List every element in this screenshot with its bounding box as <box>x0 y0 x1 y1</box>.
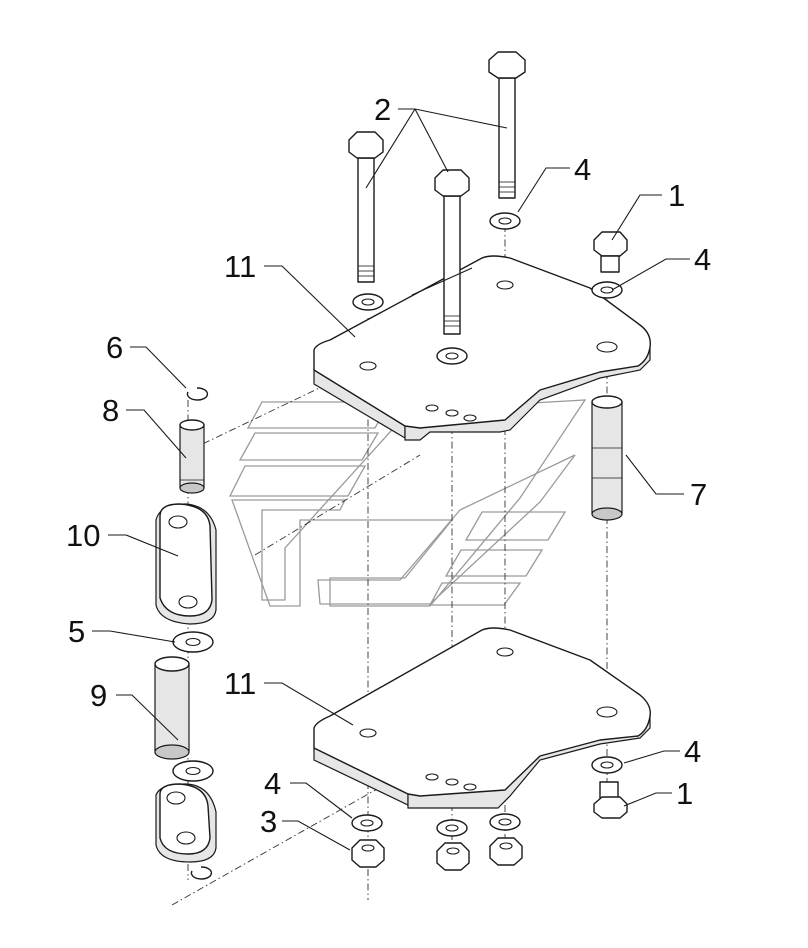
bracket-washers <box>172 631 214 782</box>
bracket-upper <box>155 503 217 625</box>
bolt-long-middle <box>434 169 470 335</box>
callout-11: 11 <box>224 666 256 701</box>
bolt-long-right <box>488 51 526 199</box>
spacer-tube <box>591 395 623 521</box>
callout-1: 1 <box>668 178 685 213</box>
callout-4: 4 <box>694 242 711 277</box>
callout-9: 9 <box>90 678 107 713</box>
callout-5: 5 <box>68 614 85 649</box>
callouts: 2 4 1 11 4 6 8 7 10 5 11 9 4 1 4 3 <box>66 92 711 839</box>
upper-mounting-plate <box>313 255 651 441</box>
callout-10: 10 <box>66 518 100 553</box>
leader-lines <box>92 108 690 851</box>
bolt-short-top <box>593 231 628 273</box>
bracket-lower <box>155 783 217 863</box>
washers <box>351 212 623 837</box>
callout-8: 8 <box>102 393 119 428</box>
circlips <box>186 387 213 880</box>
callout-2: 2 <box>374 92 391 127</box>
bushing <box>154 656 190 760</box>
callout-11: 11 <box>224 249 256 284</box>
lower-mounting-plate <box>313 627 651 809</box>
callout-4: 4 <box>574 152 591 187</box>
bolt-long-left <box>348 131 384 283</box>
nuts <box>351 837 523 871</box>
callout-7: 7 <box>690 477 707 512</box>
callout-6: 6 <box>106 330 123 365</box>
watermark-logo <box>228 399 587 607</box>
callout-4: 4 <box>264 766 281 801</box>
pin <box>179 419 205 494</box>
callout-4: 4 <box>684 734 701 769</box>
callout-1: 1 <box>676 776 693 811</box>
callout-3: 3 <box>260 804 277 839</box>
bolt-short-bottom <box>593 781 628 819</box>
